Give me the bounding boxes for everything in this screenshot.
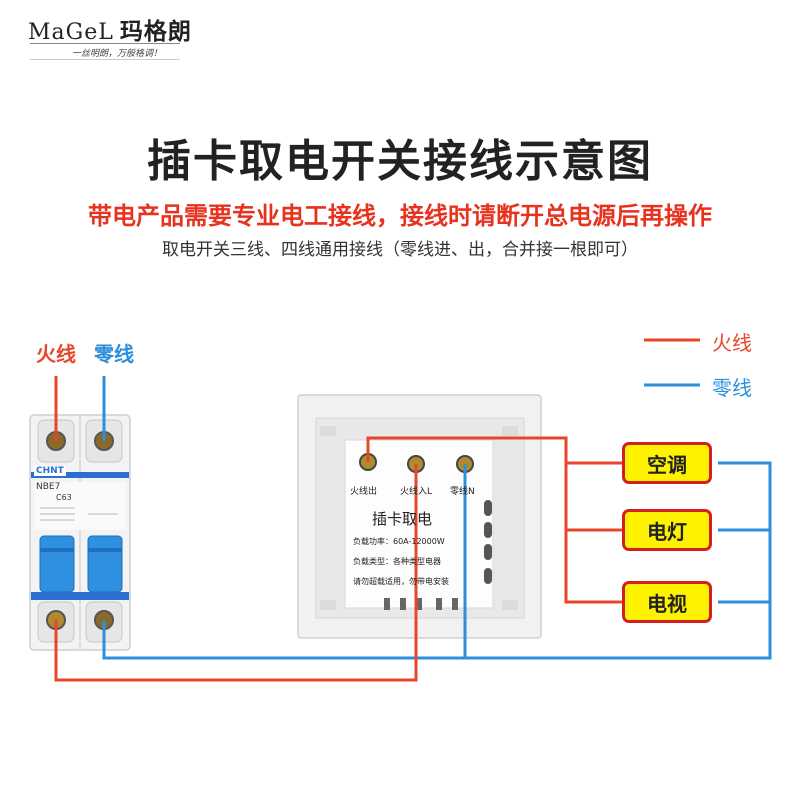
terminal-label-neutral: 零线N xyxy=(450,487,475,497)
brand-name-cn: 玛格朗 xyxy=(119,19,192,45)
warning-text: 带电产品需要专业电工接线，接线时请断开总电源后再操作 xyxy=(88,202,712,230)
page-title: 插卡取电开关接线示意图 xyxy=(147,136,653,187)
device-tv: 电视 xyxy=(622,581,712,623)
breaker-rating: C63 xyxy=(56,493,72,502)
live-wires xyxy=(54,338,700,682)
breaker-brand: CHNT xyxy=(34,466,66,476)
switch-spec-power: 负载功率：60A-12000W xyxy=(353,537,445,546)
device-air-conditioner: 空调 xyxy=(622,442,712,484)
note-text: 取电开关三线、四线通用接线（零线进、出，合并接一根即可） xyxy=(162,240,638,260)
switch-name: 插卡取电 xyxy=(372,510,433,528)
breaker-model: NBE7 xyxy=(36,482,61,492)
brand-slogan: 一丝明朗，万般格调！ xyxy=(72,49,163,59)
device-lamp: 电灯 xyxy=(622,509,712,551)
legend-neutral: 零线 xyxy=(712,376,752,400)
circuit-breaker xyxy=(29,414,131,651)
switch-spec-type: 负载类型：各种类型电器 xyxy=(353,557,441,566)
card-switch-panel xyxy=(297,394,542,639)
slogan-divider xyxy=(30,43,180,44)
terminal-label-live-out: 火线出 xyxy=(350,487,378,497)
terminal-label-live-in: 火线入L xyxy=(400,487,433,497)
label-live-top: 火线 xyxy=(36,342,76,366)
neutral-wires xyxy=(102,376,772,660)
label-neutral-top: 零线 xyxy=(94,342,134,366)
legend-live: 火线 xyxy=(712,331,752,355)
slogan-underline xyxy=(30,59,180,60)
brand-name-en: MaGeL xyxy=(28,20,114,45)
switch-spec-warning: 请勿超载适用，勿带电安装 xyxy=(353,577,449,586)
